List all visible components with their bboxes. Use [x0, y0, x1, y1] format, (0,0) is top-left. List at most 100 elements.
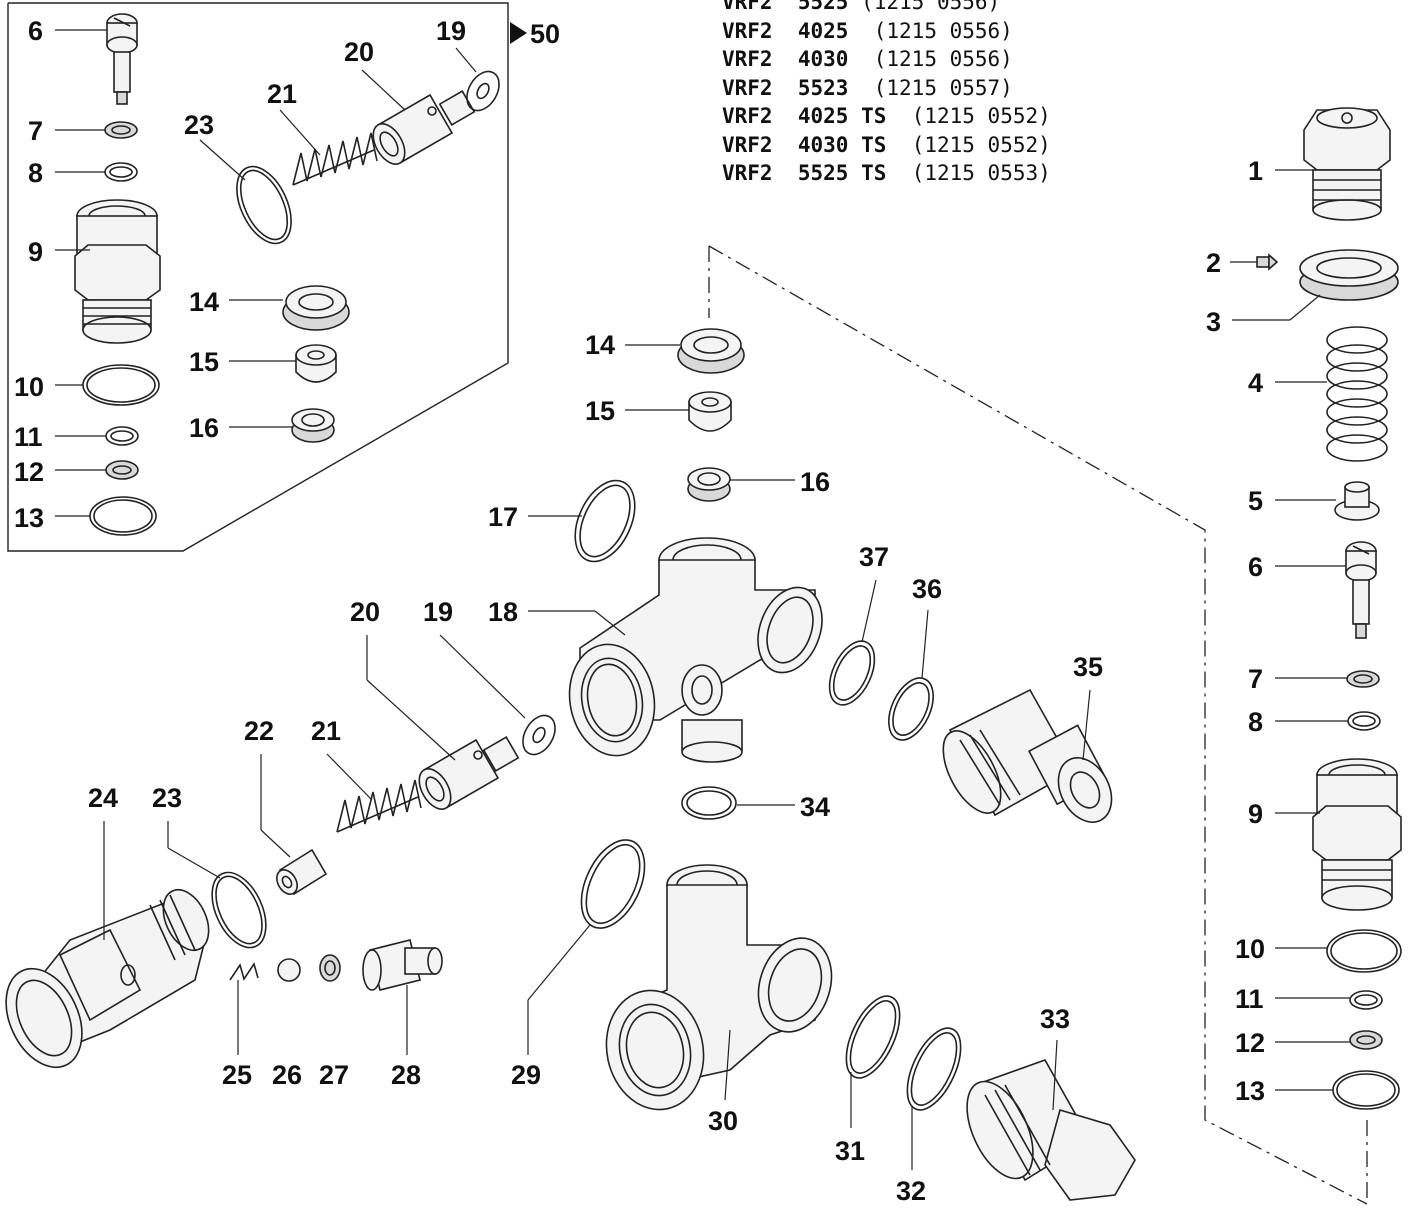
part-33 — [966, 1059, 1136, 1201]
callout-7: 7 — [1248, 664, 1263, 694]
part-35 — [942, 688, 1113, 823]
callout-20-inset: 20 — [344, 37, 374, 67]
part-10-inset — [82, 364, 160, 406]
part-28 — [362, 939, 443, 991]
part-10 — [1326, 929, 1402, 973]
part-34 — [681, 786, 737, 820]
part-3 — [1299, 249, 1399, 301]
part-4 — [1326, 326, 1388, 462]
part-14-inset — [282, 285, 350, 331]
callout-9-inset: 9 — [28, 237, 43, 267]
callout-10: 10 — [1235, 934, 1265, 964]
part-22 — [276, 848, 328, 896]
model-row: VRF2 5523 (1215 0557) — [722, 75, 1013, 100]
part-20 — [418, 736, 520, 810]
part-26 — [277, 958, 301, 982]
part-23 — [211, 871, 267, 949]
part-9-inset — [74, 199, 161, 344]
part-6 — [1345, 541, 1377, 639]
part-31 — [845, 995, 901, 1079]
model-row: VRF2 4025 TS (1215 0552) — [722, 104, 1051, 128]
callout-13-inset: 13 — [14, 503, 44, 533]
callout-24: 24 — [88, 783, 118, 813]
part-23-inset — [236, 165, 292, 245]
part-19-inset — [466, 70, 500, 112]
model-row: VRF2 4025 (1215 0556) — [722, 18, 1013, 43]
part-32 — [906, 1027, 962, 1111]
callout-21-inset: 21 — [267, 79, 297, 109]
part-16-inset — [291, 408, 335, 443]
callout-8-inset: 8 — [28, 158, 43, 188]
callout-8: 8 — [1248, 707, 1263, 737]
callout-14-inset: 14 — [189, 287, 219, 317]
part-18 — [568, 537, 823, 763]
callout-7-inset: 7 — [28, 116, 43, 146]
part-37 — [828, 640, 876, 706]
part-24 — [5, 888, 210, 1069]
callout-16-inset: 16 — [189, 413, 219, 443]
callout-2: 2 — [1206, 248, 1221, 278]
callout-11: 11 — [1235, 984, 1264, 1014]
part-30 — [605, 864, 833, 1111]
callout-35: 35 — [1073, 652, 1103, 682]
callout-30: 30 — [708, 1106, 738, 1136]
callout-3: 3 — [1206, 307, 1221, 337]
part-13 — [1332, 1070, 1400, 1110]
part-11 — [1349, 990, 1383, 1010]
part-13-inset — [89, 496, 157, 536]
part-21-inset — [292, 132, 378, 186]
part-9 — [1312, 758, 1402, 911]
callout-10-inset: 10 — [14, 372, 44, 402]
reference-50-label: 50 — [530, 19, 560, 49]
callout-37: 37 — [859, 542, 889, 572]
callout-28: 28 — [391, 1060, 421, 1090]
callout-6-inset: 6 — [28, 16, 43, 46]
callout-25: 25 — [222, 1060, 252, 1090]
assembly-dash-line — [708, 245, 1368, 1205]
callout-15: 15 — [585, 396, 615, 426]
arrow-50-icon — [510, 22, 527, 44]
callout-13: 13 — [1235, 1076, 1265, 1106]
part-6-inset — [106, 13, 138, 105]
part-20-inset — [372, 90, 476, 165]
callout-12-inset: 12 — [14, 457, 44, 487]
part-15-inset — [295, 344, 337, 383]
part-15 — [688, 391, 732, 432]
callout-22: 22 — [244, 716, 274, 746]
callout-16: 16 — [800, 467, 830, 497]
callout-19: 19 — [423, 597, 453, 627]
callout-23-inset: 23 — [184, 110, 214, 140]
callout-1: 1 — [1248, 156, 1263, 186]
callout-21: 21 — [311, 716, 341, 746]
part-16 — [687, 467, 731, 502]
inset-frame — [7, 2, 509, 552]
model-list: VRF2 5525 (1215 0556) VRF2 4025 (1215 05… — [722, 0, 1051, 188]
part-5 — [1334, 481, 1380, 521]
part-27 — [319, 954, 341, 982]
part-7-inset — [104, 121, 138, 139]
callout-27: 27 — [319, 1060, 349, 1090]
callout-4: 4 — [1248, 368, 1263, 398]
part-21 — [336, 779, 422, 833]
callout-5: 5 — [1248, 486, 1263, 516]
part-14 — [677, 328, 745, 374]
model-row: VRF2 4030 TS (1215 0552) — [722, 132, 1051, 157]
callout-19-inset: 19 — [436, 16, 466, 46]
part-12 — [1349, 1030, 1383, 1050]
part-7 — [1346, 670, 1380, 688]
part-36 — [888, 677, 934, 741]
part-2 — [1256, 253, 1279, 271]
part-1 — [1303, 107, 1391, 221]
callout-34: 34 — [800, 792, 830, 822]
callout-32: 32 — [896, 1176, 926, 1206]
model-row: VRF2 5525 (1215 0556) — [722, 0, 1001, 14]
leader-lines — [55, 29, 1350, 1170]
callout-29: 29 — [511, 1060, 541, 1090]
callout-23: 23 — [152, 783, 182, 813]
callout-14: 14 — [585, 330, 615, 360]
callout-18: 18 — [488, 597, 518, 627]
callout-6: 6 — [1248, 552, 1263, 582]
callout-33: 33 — [1040, 1004, 1070, 1034]
callout-15-inset: 15 — [189, 347, 219, 377]
